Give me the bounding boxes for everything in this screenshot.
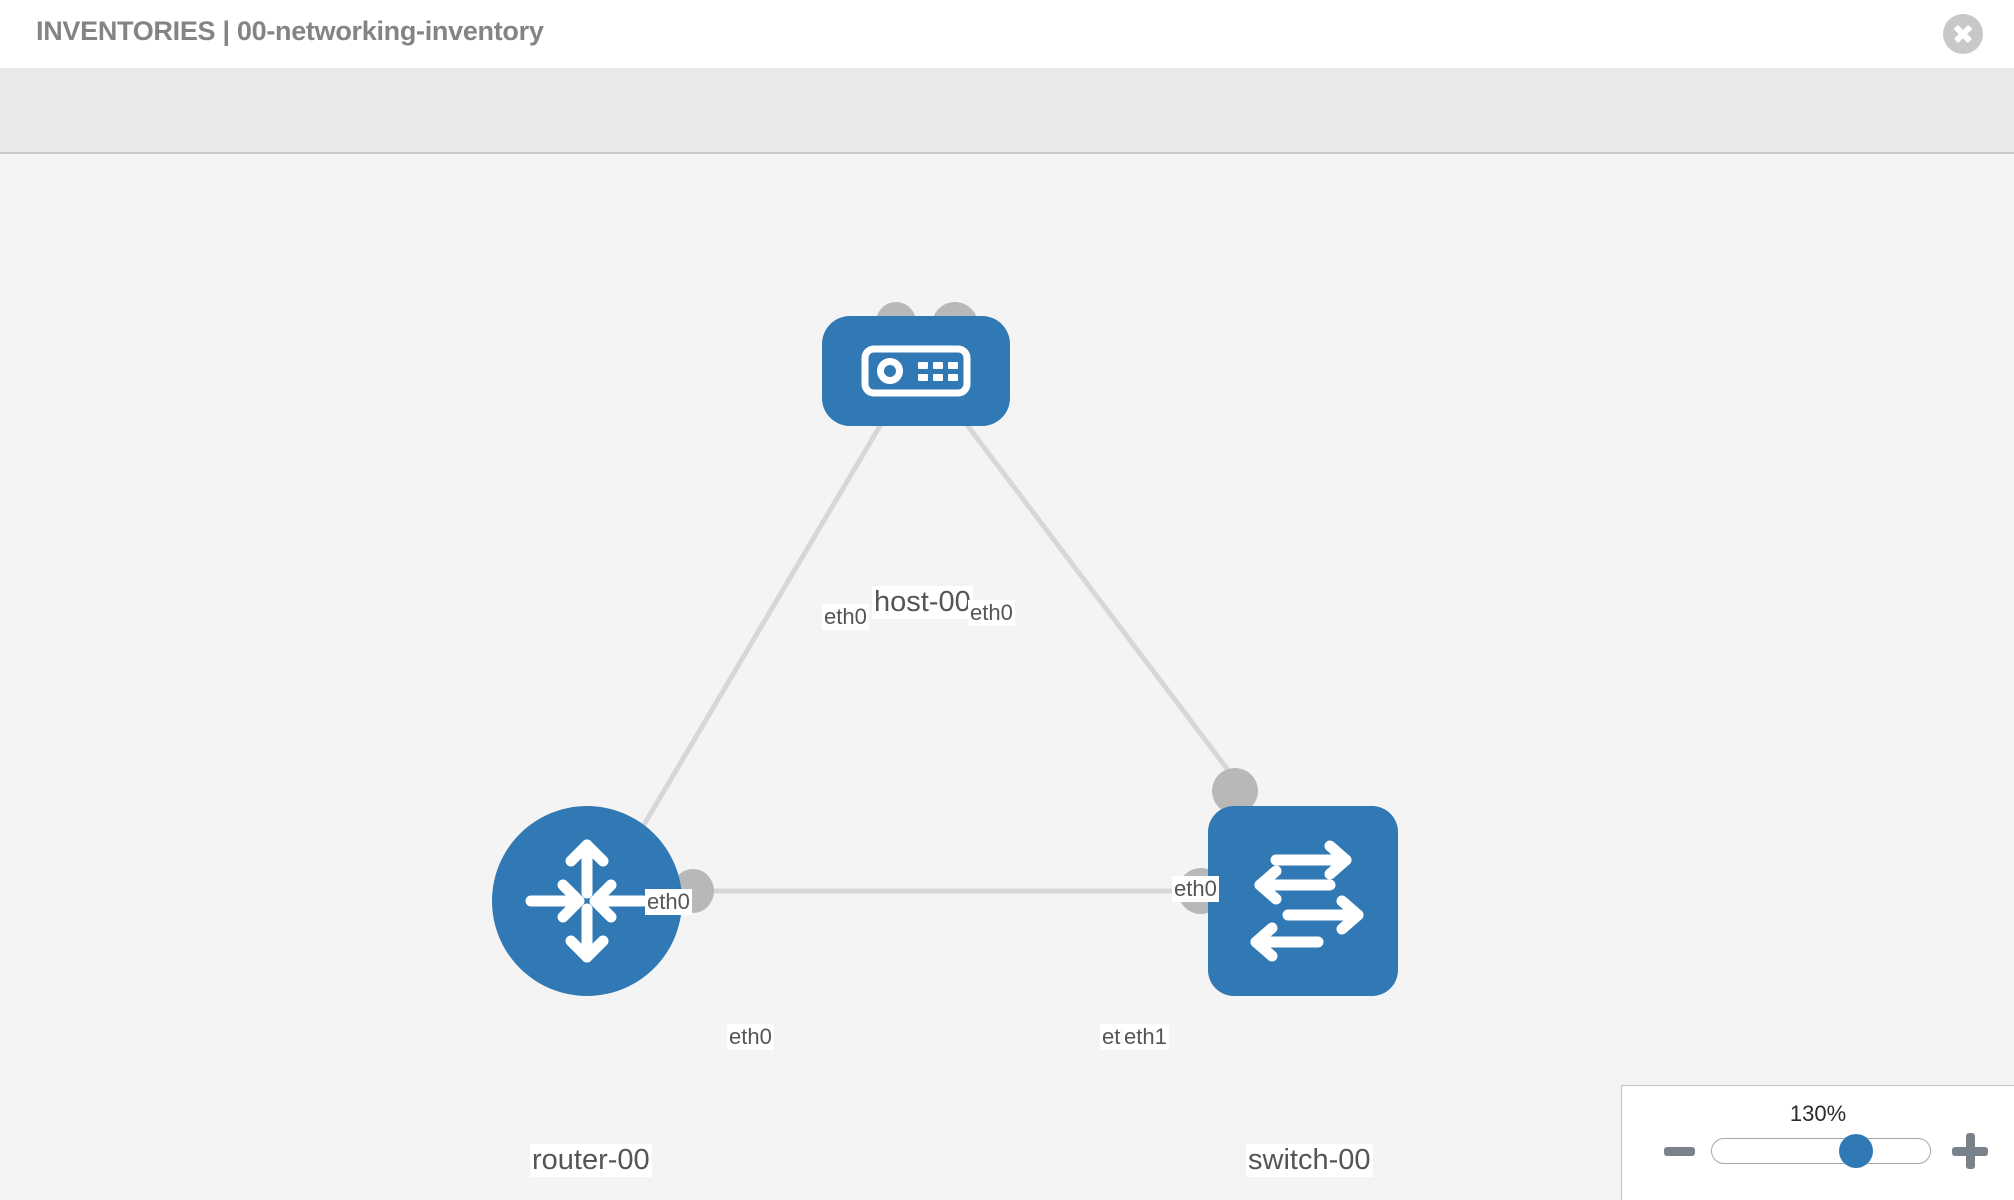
zoom-level-label: 130%: [1789, 1101, 1847, 1126]
iface-label-router-eth0-right: eth0: [727, 1024, 774, 1050]
router-icon: [525, 839, 649, 963]
server-icon: [861, 345, 971, 397]
zoom-slider-thumb[interactable]: [1838, 1134, 1873, 1168]
zoom-slider[interactable]: [1711, 1134, 1931, 1168]
iface-label-host-eth0-left: eth0: [822, 604, 869, 630]
iface-label-switch-eth1-left: eth1: [1122, 1024, 1169, 1050]
iface-label-host-eth0-right: eth0: [968, 600, 1015, 626]
link-host-router: [597, 406, 893, 902]
node-host-00[interactable]: [822, 316, 1010, 426]
link-host-switch: [952, 406, 1253, 802]
topology-links: [597, 406, 1253, 902]
iface-label-router-eth0-up: eth0: [645, 889, 692, 915]
zoom-in-button[interactable]: [1952, 1133, 1988, 1169]
node-label-router-00[interactable]: router-00: [530, 1144, 652, 1177]
node-label-switch-00[interactable]: switch-00: [1246, 1144, 1373, 1177]
page-title: INVENTORIES | 00-networking-inventory: [36, 16, 544, 46]
switch-icon: [1250, 840, 1364, 962]
toolbar: ACTIONS SEARCH: [0, 68, 2014, 207]
zoom-panel: 130%: [1621, 1085, 2014, 1200]
iface-label-switch-eth0-up: eth0: [1172, 876, 1219, 902]
zoom-out-button[interactable]: [1664, 1147, 1695, 1156]
page-header: INVENTORIES | 00-networking-inventory: [0, 0, 2014, 68]
close-icon[interactable]: [1943, 14, 1983, 54]
node-switch-00[interactable]: [1208, 806, 1398, 996]
topology-canvas[interactable]: host-00 router-00 switch-00 eth0 eth0 et…: [0, 154, 2014, 1200]
node-label-host-00[interactable]: host-00: [872, 586, 973, 619]
